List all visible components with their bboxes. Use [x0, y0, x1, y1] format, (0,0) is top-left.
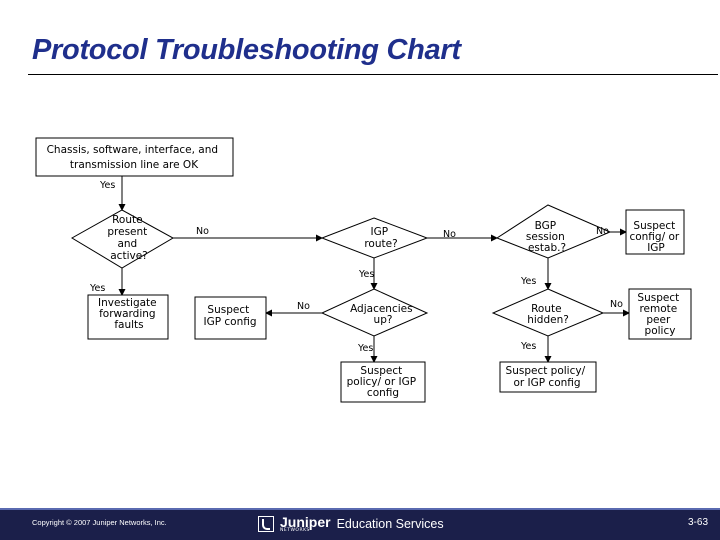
- footer-accent-line: [0, 508, 720, 510]
- suspect-igp-config-text: Suspect IGP config: [203, 304, 256, 328]
- suspect-remote-peer-box: [628, 288, 692, 340]
- route-present-diamond: [71, 209, 175, 269]
- label-yes: Yes: [520, 341, 536, 352]
- suspect-policy-igp-left-text: Suspect policy/ or IGP config: [347, 365, 420, 399]
- juniper-logo: Juniper NETWORKS Education Services: [258, 514, 444, 534]
- route-hidden-text: Route hidden?: [527, 303, 569, 326]
- footer-bar: [0, 508, 720, 540]
- brand-subtitle: Education Services: [336, 517, 444, 531]
- label-yes: Yes: [357, 343, 373, 354]
- start-text: Chassis, software, interface, and transm…: [47, 144, 222, 171]
- suspect-policy-igp-left-box: [340, 361, 426, 403]
- label-yes: Yes: [99, 180, 115, 191]
- label-no: No: [297, 301, 310, 312]
- investigate-box: [87, 294, 169, 340]
- route-present-text: Route present and active?: [107, 214, 150, 262]
- bgp-session-diamond: [495, 204, 612, 259]
- label-yes: Yes: [89, 283, 105, 294]
- route-hidden-diamond: [491, 288, 605, 337]
- suspect-policy-igp-right-text: Suspect policy/ or IGP config: [506, 365, 589, 389]
- suspect-igp-config-box: [194, 296, 267, 340]
- page-number: 3-63: [687, 517, 708, 528]
- page-title: Protocol Troubleshooting Chart: [32, 34, 461, 66]
- brand-name: Juniper: [280, 513, 331, 530]
- label-no: No: [596, 226, 609, 237]
- bgp-session-text: BGP session estab.?: [526, 220, 568, 254]
- juniper-logo-icon: [258, 516, 274, 532]
- connectors: [118, 176, 630, 363]
- label-no: No: [196, 226, 209, 237]
- label-no: No: [443, 229, 456, 240]
- label-yes: Yes: [358, 269, 374, 280]
- adjacencies-text: Adjacencies up?: [350, 303, 416, 326]
- suspect-policy-igp-right-box: [499, 361, 597, 393]
- start-box: [35, 137, 234, 177]
- suspect-config-igp-text: Suspect config/ or IGP: [629, 220, 682, 254]
- suspect-remote-peer-text: Suspect remote peer policy: [637, 292, 682, 337]
- igp-route-text: IGP route?: [364, 226, 397, 250]
- copyright-text: Copyright © 2007 Juniper Networks, Inc.: [32, 518, 167, 527]
- label-yes: Yes: [520, 276, 536, 287]
- igp-route-diamond: [320, 217, 429, 259]
- suspect-config-igp-box: [625, 209, 685, 255]
- adjacencies-diamond: [320, 288, 429, 337]
- label-no: No: [610, 299, 623, 310]
- investigate-text: Investigate forwarding faults: [98, 297, 160, 331]
- brand-tagline: NETWORKS: [280, 527, 310, 533]
- title-divider: [28, 74, 718, 75]
